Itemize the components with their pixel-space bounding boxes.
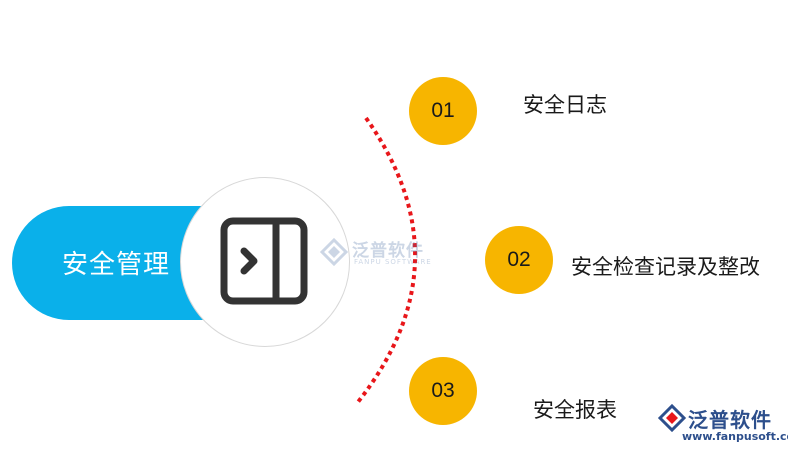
main-topic-label: 安全管理 [62,250,171,280]
watermark-name: 泛普软件 [352,241,424,261]
center-circle [180,177,350,347]
watermark-sub: FANPU SOFTWARE [354,258,432,266]
watermark-center: 泛普软件 FANPU SOFTWARE [318,236,438,276]
number-badge-text: 03 [431,379,455,402]
watermark-logo-icon [319,237,349,267]
number-badge-text: 02 [507,248,531,271]
brand-logo: 泛普软件 www.fanpusoft.com [658,402,788,450]
brand-name: 泛普软件 [688,408,772,432]
number-badge-01: 01 [409,77,477,145]
sidebar-expand-icon [220,217,308,305]
item-label-03: 安全报表 [533,398,617,422]
brand-logo-icon [658,404,686,432]
number-badge-02: 02 [485,226,553,294]
item-label-01: 安全日志 [523,93,607,117]
brand-url: www.fanpusoft.com [682,430,788,443]
number-badge-03: 03 [409,357,477,425]
number-badge-text: 01 [431,99,455,122]
item-label-02: 安全检查记录及整改 [571,255,760,279]
